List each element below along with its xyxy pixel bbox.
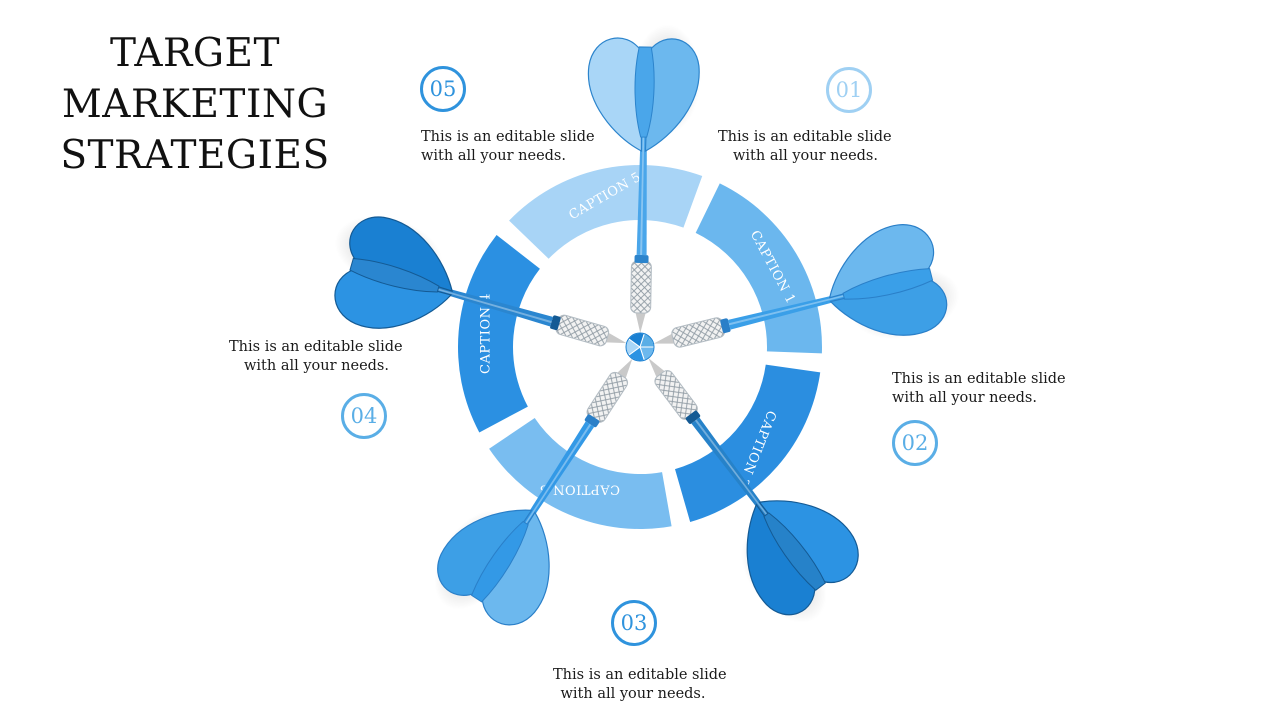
dart-collar xyxy=(550,315,561,331)
dart-shaft xyxy=(517,421,595,534)
dart-shaft-highlight xyxy=(694,419,774,524)
caption-segment-05: CAPTION 5 xyxy=(509,165,703,259)
segment-description-01: This is an editable slide with all your … xyxy=(718,128,892,166)
dart-icon xyxy=(648,358,859,623)
dart-flight-top xyxy=(481,511,550,626)
dart-flight-side xyxy=(634,46,655,138)
title-line-2: MARKETING xyxy=(61,82,329,127)
dart-flight-side xyxy=(470,520,529,603)
dart-tip xyxy=(648,358,665,378)
segment-description-03: This is an editable slide with all your … xyxy=(553,666,727,704)
dart-tip xyxy=(605,332,627,344)
segment-description-02: This is an editable slide with all your … xyxy=(892,370,1066,408)
dart-flight-bottom xyxy=(829,278,948,336)
dart-flight-side xyxy=(349,258,440,293)
segment-number-03: 03 xyxy=(611,600,657,646)
caption-segment-02: CAPTION 2 xyxy=(675,364,821,522)
dart-tip xyxy=(653,333,675,344)
dart-icon xyxy=(434,358,633,626)
desc-line-2: with all your needs. xyxy=(560,686,706,702)
dart-collar xyxy=(685,410,701,424)
desc-line-1: This is an editable slide xyxy=(892,371,1066,387)
dart-flight-side xyxy=(763,512,826,591)
caption-arc xyxy=(457,234,540,433)
segment-description-05: This is an editable slide with all your … xyxy=(421,128,595,166)
caption-label: CAPTION 4 xyxy=(479,293,494,374)
dart-flight-bottom xyxy=(644,38,700,153)
caption-segment-04: CAPTION 4 xyxy=(457,234,540,433)
title-line-1: TARGET xyxy=(109,31,281,76)
dart-collar xyxy=(634,254,649,264)
dart-shaft xyxy=(636,126,647,256)
desc-line-2: with all your needs. xyxy=(421,148,566,164)
dart-collar xyxy=(720,318,731,334)
dart-flight-side xyxy=(842,268,934,300)
dart-flight-bottom xyxy=(349,216,453,292)
bullseye-icon xyxy=(625,332,655,362)
bullseye-ring xyxy=(625,332,655,362)
dart-icon xyxy=(587,24,701,334)
desc-line-2: with all your needs. xyxy=(733,148,878,164)
caption-label: CAPTION 3 xyxy=(539,482,620,497)
dart-icon xyxy=(334,215,627,347)
dart-tip xyxy=(635,312,646,334)
caption-segment-03: CAPTION 3 xyxy=(489,418,672,529)
title-line-3: STRATEGIES xyxy=(60,133,330,178)
caption-arc xyxy=(509,165,703,259)
segment-number-05: 05 xyxy=(420,66,466,112)
desc-line-1: This is an editable slide xyxy=(421,129,595,145)
segment-number-04: 04 xyxy=(341,393,387,439)
desc-line-1: This is an editable slide xyxy=(718,129,892,145)
dart-flight-top xyxy=(758,500,859,583)
desc-line-2: with all your needs. xyxy=(244,358,389,374)
segment-number-02: 02 xyxy=(892,420,938,466)
dart-flight-bottom xyxy=(746,503,816,616)
slide-title: TARGET MARKETING STRATEGIES xyxy=(40,28,350,181)
segment-description-04: This is an editable slide with all your … xyxy=(229,338,403,376)
dart-shaft xyxy=(728,290,855,330)
dart-icon xyxy=(653,224,960,348)
dart-shaft xyxy=(427,283,553,327)
dart-collar xyxy=(584,414,600,428)
dart-tip xyxy=(617,358,633,379)
desc-line-2: with all your needs. xyxy=(892,390,1037,406)
dart-flight-top xyxy=(334,268,453,329)
dart-flight-top xyxy=(828,224,935,299)
dart-flight-bottom xyxy=(437,509,533,596)
dart-barrel xyxy=(671,317,726,348)
darts xyxy=(334,24,960,626)
desc-line-1: This is an editable slide xyxy=(229,339,403,355)
desc-line-1: This is an editable slide xyxy=(553,667,727,683)
caption-arc xyxy=(489,418,672,529)
dart-shaft-highlight xyxy=(519,423,592,533)
caption-arc xyxy=(675,364,821,522)
dart-barrel xyxy=(630,260,652,314)
dart-flight-top xyxy=(587,37,643,152)
dart-shaft-highlight xyxy=(428,285,552,324)
dart-shaft xyxy=(691,417,775,525)
dart-shaft-highlight xyxy=(728,292,854,326)
dart-barrel xyxy=(555,314,610,347)
dart-shaft-highlight xyxy=(640,127,645,256)
segment-number-01: 01 xyxy=(826,67,872,113)
